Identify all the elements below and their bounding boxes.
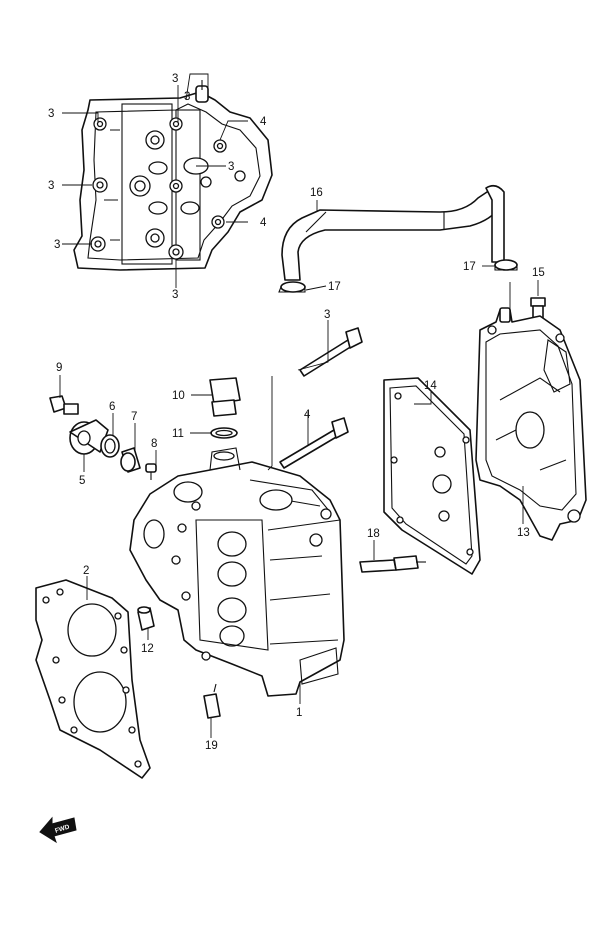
o-ring-6 [100, 434, 120, 458]
callout-10: 10 [172, 390, 185, 402]
dowel-pin [137, 606, 155, 631]
bolt-4 [279, 417, 349, 469]
callout-17: 17 [463, 261, 476, 273]
callout-11: 11 [172, 428, 184, 440]
callout-numbers: 3 3 3 3 3 3 3 4 4 16 17 17 15 3 9 10 14 … [48, 73, 545, 752]
callout-3: 3 [228, 161, 234, 173]
bolt-15 [530, 297, 546, 319]
breather-hose [281, 184, 505, 281]
callout-16: 16 [310, 187, 323, 199]
callout-4: 4 [304, 409, 311, 421]
callout-8: 8 [151, 438, 157, 450]
callout-12: 12 [141, 643, 154, 655]
callout-7: 7 [131, 411, 137, 423]
screw-8 [145, 463, 157, 480]
bolt-3 [299, 327, 363, 377]
fitting-19 [203, 683, 221, 719]
callout-14: 14 [424, 380, 437, 392]
callout-3: 3 [324, 309, 330, 321]
spark-plug [359, 555, 426, 573]
callout-19: 19 [205, 740, 218, 752]
bolt-9 [49, 395, 79, 415]
callout-1: 1 [296, 707, 302, 719]
callout-15: 15 [532, 267, 545, 279]
callout-4: 4 [260, 217, 267, 229]
cover-5 [69, 419, 109, 455]
cylinder-head-top-view [73, 80, 273, 271]
hose-clamp-left [278, 281, 306, 293]
leader-lines [59, 73, 539, 738]
hose-clamp-right [494, 259, 518, 271]
callout-3: 3 [172, 73, 178, 85]
cylinder-head-gasket [35, 579, 151, 779]
fitting-10 [209, 377, 241, 417]
callout-6: 6 [109, 401, 115, 413]
callout-18: 18 [367, 528, 380, 540]
callout-4: 4 [260, 116, 267, 128]
seal-11 [210, 427, 238, 439]
callout-3: 3 [48, 108, 54, 120]
callout-3: 3 [172, 289, 178, 301]
callout-17: 17 [328, 281, 341, 293]
callout-13: 13 [517, 527, 530, 539]
cylinder-head-cover [475, 307, 587, 541]
fwd-label: FWD [54, 823, 71, 834]
head-cover-gasket [383, 377, 481, 575]
callout-5: 5 [79, 475, 85, 487]
callout-2: 2 [83, 565, 89, 577]
cylinder-head [129, 447, 345, 697]
callout-3: 3 [48, 180, 54, 192]
fwd-arrow-icon: FWD [39, 816, 77, 844]
callout-3: 3 [184, 91, 190, 103]
callout-3: 3 [54, 239, 60, 251]
thermostat-7 [120, 447, 141, 473]
callout-9: 9 [56, 362, 62, 374]
